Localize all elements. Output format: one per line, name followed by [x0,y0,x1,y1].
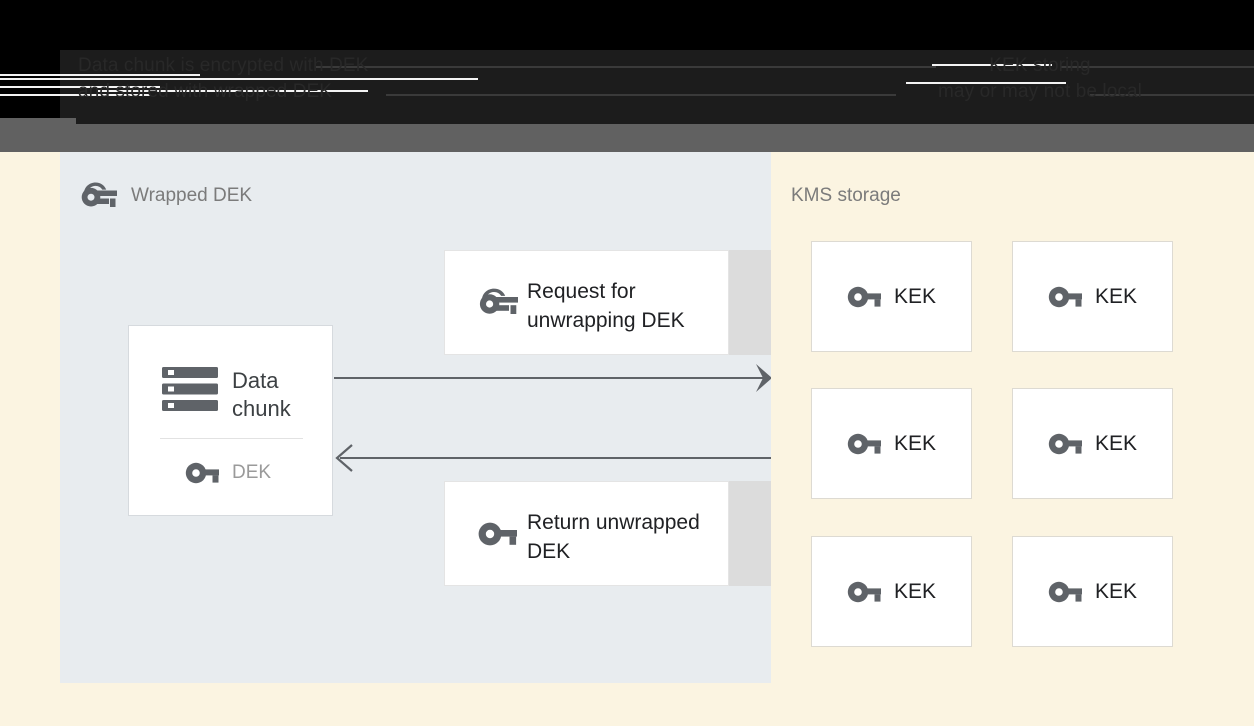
header-scanline [932,64,1052,66]
key-icon [847,431,881,457]
return-card-shadow-strip [729,481,771,586]
header-scanline [1060,66,1254,68]
kek-box[interactable]: KEK [811,388,972,499]
request-arrow-head-icon [754,363,774,393]
data-chunk-dek-label: DEK [232,462,272,483]
key-icon [847,579,881,605]
header-top-black-bar [0,0,1254,50]
wrapped-key-icon [79,180,119,212]
return-arrow-head-icon [334,444,354,472]
kek-label: KEK [1094,284,1138,308]
header-scanline [316,66,936,68]
header-left-caption: Data chunk is encrypted with DEK and sto… [78,55,369,102]
request-unwrap-text: Request for unwrapping DEK [527,280,685,332]
kek-box[interactable]: KEK [1012,388,1173,499]
wrapped-key-icon [477,286,521,320]
key-icon [477,519,521,553]
header-scanline [98,90,368,92]
kek-label: KEK [1094,431,1138,455]
kek-label: KEK [893,431,937,455]
wrapped-dek-panel-label: Wrapped DEK [131,185,253,206]
kek-box[interactable]: KEK [811,241,972,352]
key-icon [185,460,219,486]
kek-label: KEK [893,579,937,603]
header-right-caption: KEK storing may or may not be local [938,55,1142,102]
key-icon [1048,284,1082,310]
kek-box[interactable]: KEK [1012,241,1173,352]
key-icon [1048,431,1082,457]
return-arrow [340,457,771,459]
kek-box[interactable]: KEK [1012,536,1173,647]
data-chunk-title: Data chunk [232,368,291,421]
data-chunk-card[interactable]: Data chunk DEK [128,325,333,516]
key-icon [1048,579,1082,605]
header-grey-notch [0,118,76,124]
header-scanline [386,94,896,96]
kek-label: KEK [1094,579,1138,603]
header-scanline [0,78,478,80]
header-grey-bar [0,124,1254,152]
key-icon [847,284,881,310]
kek-label: KEK [893,284,937,308]
header-title-band-inner [0,50,1254,124]
data-chunk-divider [160,438,303,439]
request-arrow [334,377,764,379]
kms-storage-panel-label: KMS storage [791,185,901,206]
return-unwrapped-text: Return unwrapped DEK [527,511,700,563]
request-unwrap-card[interactable]: Request for unwrapping DEK [444,250,729,355]
header-title-band [0,50,1254,124]
header-scanline [906,82,1066,84]
header-scanline [1090,94,1254,96]
header-scanline [0,86,160,88]
header-scanline [0,94,150,96]
return-unwrapped-card[interactable]: Return unwrapped DEK [444,481,729,586]
storage-icon [162,367,218,411]
request-card-shadow-strip [729,250,771,355]
header-scanline [0,74,200,76]
kek-box[interactable]: KEK [811,536,972,647]
